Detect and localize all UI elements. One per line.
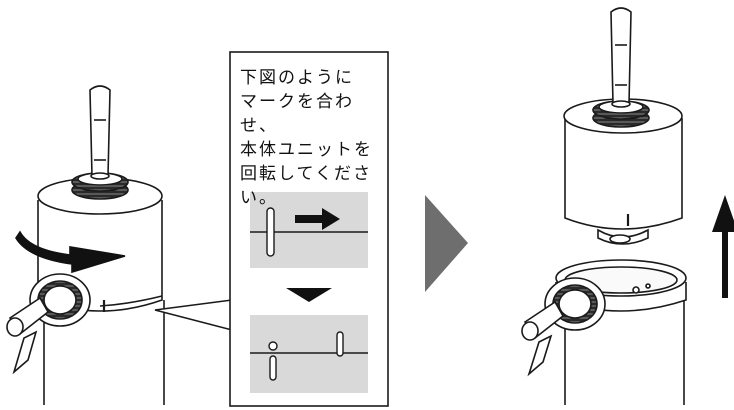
left-handle [89,85,111,177]
arrow-down-icon [286,288,332,302]
callout-instruction-text: 下図のように マークを合わせ、 本体ユニットを 回転してくださ い。 [240,68,373,208]
left-spout [6,273,91,375]
right-lifted-unit [564,118,683,230]
dot-mark [268,341,278,351]
slot-mark-aligned [336,331,344,357]
callout-pointer [154,299,233,332]
mark-panel-after [250,315,368,393]
arrow-up-icon [712,195,734,298]
next-step-arrow-icon [425,195,468,292]
left-device [6,85,233,405]
arrow-right-icon [295,208,340,230]
right-device [521,7,687,405]
slot-mark [266,207,275,257]
callout-box [229,51,389,407]
rotate-arrow-icon [15,230,126,274]
right-spout [521,277,606,377]
right-handle [610,7,632,105]
